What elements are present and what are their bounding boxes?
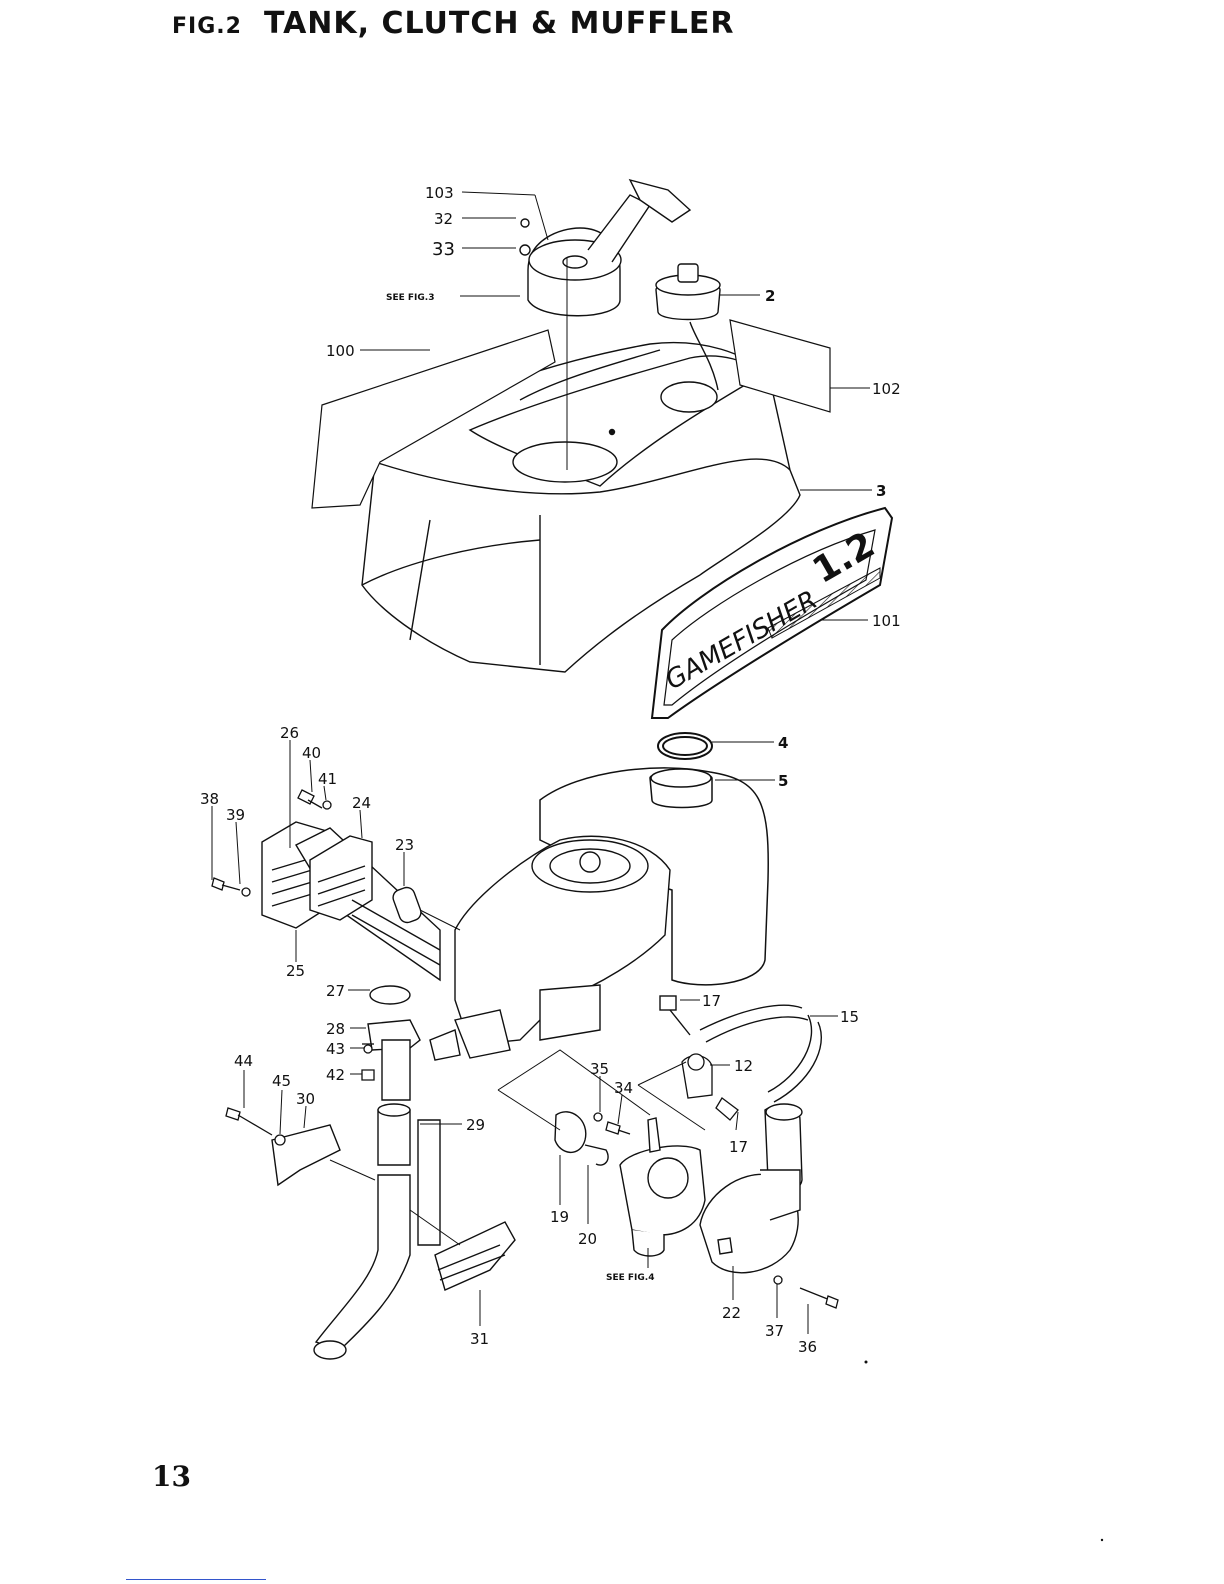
callout-33: 33	[432, 239, 455, 260]
callout-41: 41	[318, 770, 337, 788]
callout-34: 34	[614, 1079, 633, 1097]
callout-20: 20	[578, 1230, 597, 1248]
callout-12: 12	[734, 1057, 753, 1075]
callout-44: 44	[234, 1052, 253, 1070]
callout-32: 32	[434, 210, 453, 228]
see-fig-4-note: SEE FIG.4	[606, 1273, 654, 1283]
callout-28: 28	[326, 1020, 345, 1038]
callout-35: 35	[590, 1060, 609, 1078]
callout-25: 25	[286, 962, 305, 980]
callout-36: 36	[798, 1338, 817, 1356]
callout-17-upper: 17	[702, 992, 721, 1010]
intake-housing	[700, 1104, 802, 1273]
callout-15: 15	[840, 1008, 859, 1026]
callout-38: 38	[200, 790, 219, 808]
callout-102: 102	[872, 380, 901, 398]
callout-30: 30	[296, 1090, 315, 1108]
callout-17-lower: 17	[729, 1138, 748, 1156]
callout-4: 4	[778, 734, 788, 752]
callout-31: 31	[470, 1330, 489, 1348]
callout-43: 43	[326, 1040, 345, 1058]
callout-2: 2	[765, 287, 775, 305]
scan-marks	[865, 1361, 1104, 1542]
callout-23: 23	[395, 836, 414, 854]
callout-3: 3	[876, 482, 886, 500]
o-ring	[658, 733, 712, 759]
callout-39: 39	[226, 806, 245, 824]
callout-5: 5	[778, 772, 788, 790]
callout-103: 103	[425, 184, 454, 202]
callout-42: 42	[326, 1066, 345, 1084]
fuel-tap	[682, 1054, 738, 1120]
footer-rule	[126, 1579, 266, 1580]
callout-29: 29	[466, 1116, 485, 1134]
callout-100: 100	[326, 342, 355, 360]
fuel-hose	[660, 996, 821, 1102]
page-number: 13	[152, 1460, 191, 1493]
callout-40: 40	[302, 744, 321, 762]
callout-101: 101	[872, 612, 901, 630]
clutch-housing	[430, 836, 670, 1060]
callout-22: 22	[722, 1304, 741, 1322]
callout-27: 27	[326, 982, 345, 1000]
see-fig-3-note: SEE FIG.3	[386, 293, 434, 303]
callout-24: 24	[352, 794, 371, 812]
callout-19: 19	[550, 1208, 569, 1226]
callout-26: 26	[280, 724, 299, 742]
callout-37: 37	[765, 1322, 784, 1340]
callout-45: 45	[272, 1072, 291, 1090]
